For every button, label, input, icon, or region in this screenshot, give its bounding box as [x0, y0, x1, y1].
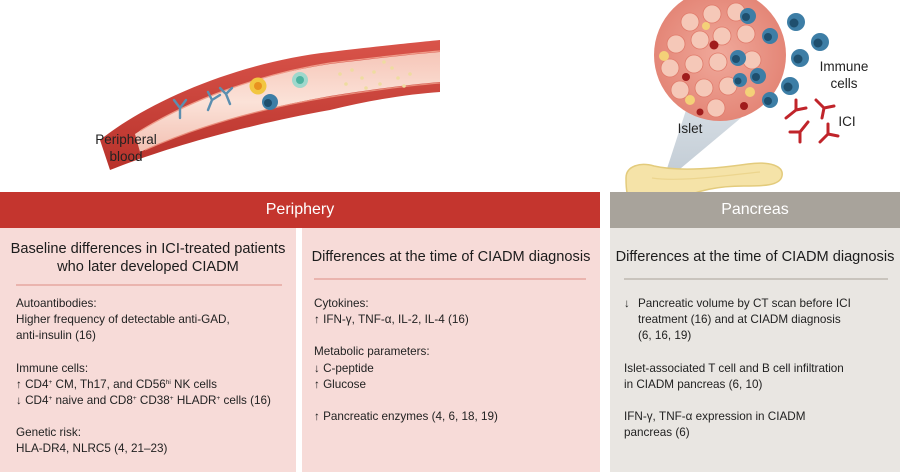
group-title: Cytokines:: [314, 297, 369, 310]
pancreas-diagnosis-panel: Differences at the time of CIADM diagnos…: [610, 228, 900, 472]
blood-vessel-illustration: [100, 40, 441, 170]
panel-heading: Baseline differences in ICI-treated pati…: [10, 241, 286, 275]
panel-body: Cytokines: ↑ IFN-γ, TNF-α, IL-2, IL-4 (1…: [314, 296, 594, 425]
text-line: ↑ CD4+ CM, Th17, and CD56hi NK cells: [16, 377, 217, 391]
pancreas-title: Pancreas: [721, 201, 789, 218]
periphery-title: Periphery: [265, 201, 335, 218]
ici-label: ICI: [838, 114, 856, 129]
panel-heading: Differences at the time of CIADM diagnos…: [615, 249, 895, 265]
text-line: anti-insulin (16): [16, 329, 96, 343]
panel-body: Autoantibodies: Higher frequency of dete…: [16, 296, 292, 458]
text-line: ↑ IFN-γ, TNF-α, IL-2, IL-4 (16): [314, 313, 469, 327]
divider: [314, 278, 586, 280]
text-line: ↓ C-peptide: [314, 361, 374, 375]
group-title: Metabolic parameters:: [314, 345, 430, 359]
text-line: Islet-associated T cell and B cell infil…: [624, 361, 844, 375]
islet-label: Islet: [677, 121, 703, 136]
periphery-bar: Periphery: [0, 192, 600, 228]
antibody-icons: [172, 86, 234, 120]
text-line: HLA-DR4, NLRC5 (4, 21–23): [16, 442, 168, 456]
immune-cells-label: Immune cells: [819, 59, 869, 91]
pancreas-bar: Pancreas: [610, 192, 900, 228]
group-title: Genetic risk:: [16, 426, 81, 440]
group-title: Immune cells:: [16, 361, 89, 375]
text-line: IFN-γ, TNF-α expression in CIADM: [624, 410, 806, 424]
baseline-panel: Baseline differences in ICI-treated pati…: [0, 228, 296, 472]
ici-antibody-icons: [784, 98, 840, 144]
glucose-dots: [338, 60, 412, 90]
text-line: in CIADM pancreas (6, 10): [624, 377, 763, 391]
magnification-cone: [662, 104, 748, 184]
divider: [624, 278, 888, 280]
group-title: Autoantibodies:: [16, 297, 97, 310]
islet-icon: [654, 0, 786, 121]
text-item: ↓ Pancreatic volume by CT scan before IC…: [624, 297, 851, 343]
panel-body: ↓ Pancreatic volume by CT scan before IC…: [624, 296, 896, 441]
vessel-lumen: [135, 52, 440, 152]
immune-cell-icons: [781, 13, 829, 95]
divider: [16, 284, 282, 286]
text-line: Higher frequency of detectable anti-GAD,: [16, 313, 230, 327]
text-line: ↑ Pancreatic enzymes (4, 6, 18, 19): [314, 410, 498, 424]
text-line: ↑ Glucose: [314, 377, 366, 391]
peripheral-blood-label: Peripheral blood: [95, 132, 157, 164]
text-line: ↓ CD4+ naive and CD8+ CD38+ HLADR+ cells…: [16, 394, 271, 408]
text-line: pancreas (6): [624, 426, 690, 440]
periphery-diagnosis-panel: Differences at the time of CIADM diagnos…: [302, 228, 600, 472]
panel-heading: Differences at the time of CIADM diagnos…: [311, 249, 591, 265]
